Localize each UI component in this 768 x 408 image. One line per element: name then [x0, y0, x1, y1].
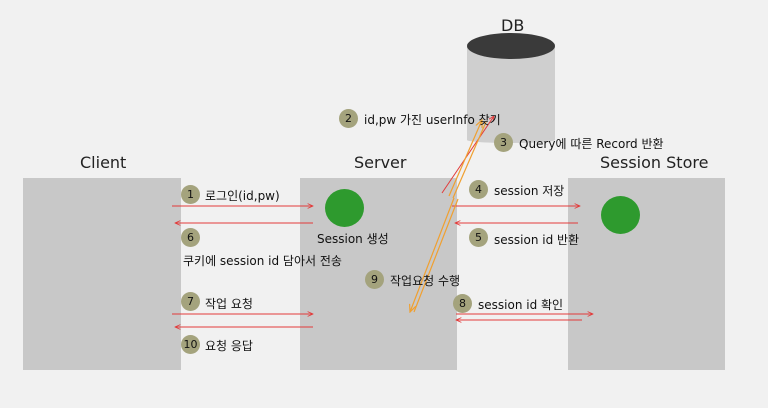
step-badge-3: 3 [494, 133, 513, 152]
arrow-db-query [441, 116, 494, 194]
step-badge-7: 7 [181, 292, 200, 311]
arrow-task-exec-2 [413, 198, 459, 313]
step-badge-8: 8 [453, 294, 472, 313]
step-label-8: session id 확인 [478, 298, 564, 312]
step-badge-4: 4 [469, 180, 488, 199]
db-title: DB [501, 16, 525, 35]
client-title: Client [80, 153, 127, 172]
server-title: Server [354, 153, 407, 172]
step-badge-1: 1 [181, 185, 200, 204]
step-label-4: session 저장 [494, 184, 565, 198]
server-session-dot [325, 189, 364, 227]
step-badge-6: 6 [181, 228, 200, 247]
step-label-10: 요청 응답 [205, 339, 253, 353]
client-box [23, 178, 181, 370]
arrow-db-record [448, 120, 482, 197]
session-store-title: Session Store [600, 153, 709, 172]
step-badge-5: 5 [469, 228, 488, 247]
step-badge-2: 2 [339, 109, 358, 128]
cookie-label: 쿠키에 session id 담아서 전송 [183, 254, 342, 268]
arrow-db-record-2 [452, 121, 487, 199]
step-label-7: 작업 요청 [205, 297, 253, 311]
step-label-3: Query에 따른 Record 반환 [519, 137, 664, 151]
step-badge-9: 9 [365, 270, 384, 289]
step-label-5: session id 반환 [494, 233, 580, 247]
step-label-2: id,pw 가진 userInfo 찾기 [364, 113, 501, 127]
step-badge-10: 10 [181, 335, 200, 354]
arrow-task-exec [410, 197, 455, 312]
step-label-9: 작업요청 수행 [390, 274, 461, 288]
step-label-1: 로그인(id,pw) [205, 189, 280, 203]
session-store-box [568, 178, 725, 370]
session-create-label: Session 생성 [317, 232, 389, 246]
store-session-dot [601, 196, 640, 234]
